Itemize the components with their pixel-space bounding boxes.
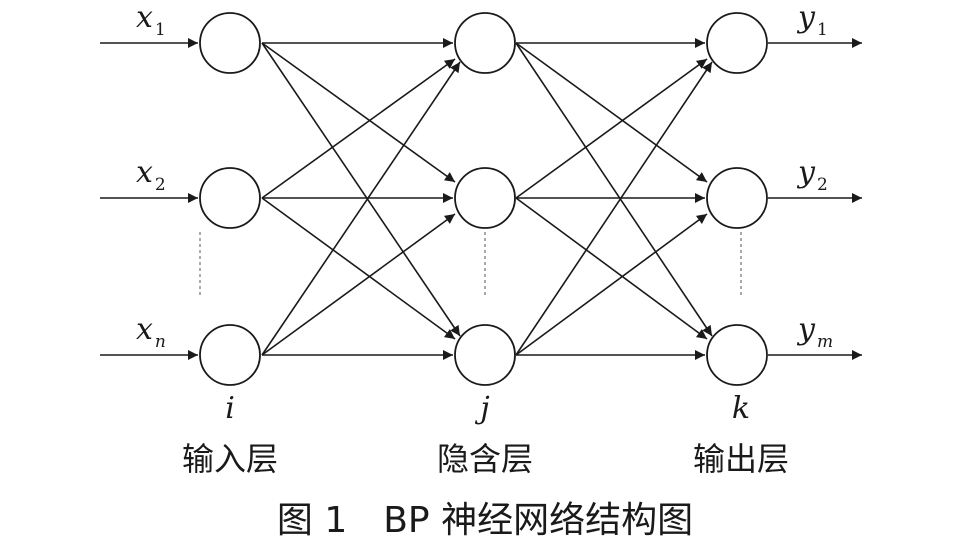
hidden-layer-name: 隐含层 (437, 440, 533, 478)
edge-h3-o1 (515, 61, 713, 356)
edge-in-h1 (261, 61, 461, 356)
hidden-node-3 (454, 324, 516, 386)
edge-i2-h3 (261, 197, 456, 340)
edge-h1-o3 (515, 42, 713, 337)
input-layer-index: i (225, 391, 235, 426)
edge-in-h2 (261, 213, 456, 356)
output-node-m (706, 324, 768, 386)
hidden-node-1 (454, 12, 516, 74)
input-node-2 (199, 167, 261, 229)
hidden-output-connections (515, 38, 713, 360)
output-layer-nodes (706, 12, 768, 386)
figure-caption: 图 1 BP 神经网络结构图 (277, 500, 693, 541)
edge-h1-o2 (515, 42, 708, 183)
edge-i1-h2 (261, 42, 456, 183)
edge-h3-o2 (515, 213, 708, 356)
input-node-n (199, 324, 261, 386)
input-node-1 (199, 12, 261, 74)
output-node-1 (706, 12, 768, 74)
hidden-layer-nodes (454, 12, 516, 386)
hidden-node-2 (454, 167, 516, 229)
input-arrows (100, 38, 198, 360)
edge-i1-h3 (261, 42, 461, 337)
output-node-2 (706, 167, 768, 229)
output-layer-name: 输出层 (693, 440, 789, 478)
edge-h2-o1 (515, 58, 708, 199)
hidden-layer-index: j (474, 391, 489, 426)
output-layer-index: k (732, 391, 750, 426)
output-arrows (768, 38, 862, 360)
edge-h2-o3 (515, 197, 708, 340)
input-layer-nodes (199, 12, 261, 386)
edge-i2-h1 (261, 58, 456, 199)
input-hidden-connections (261, 38, 461, 360)
ellipsis-lines (199, 232, 742, 298)
input-layer-name: 输入层 (182, 440, 278, 478)
